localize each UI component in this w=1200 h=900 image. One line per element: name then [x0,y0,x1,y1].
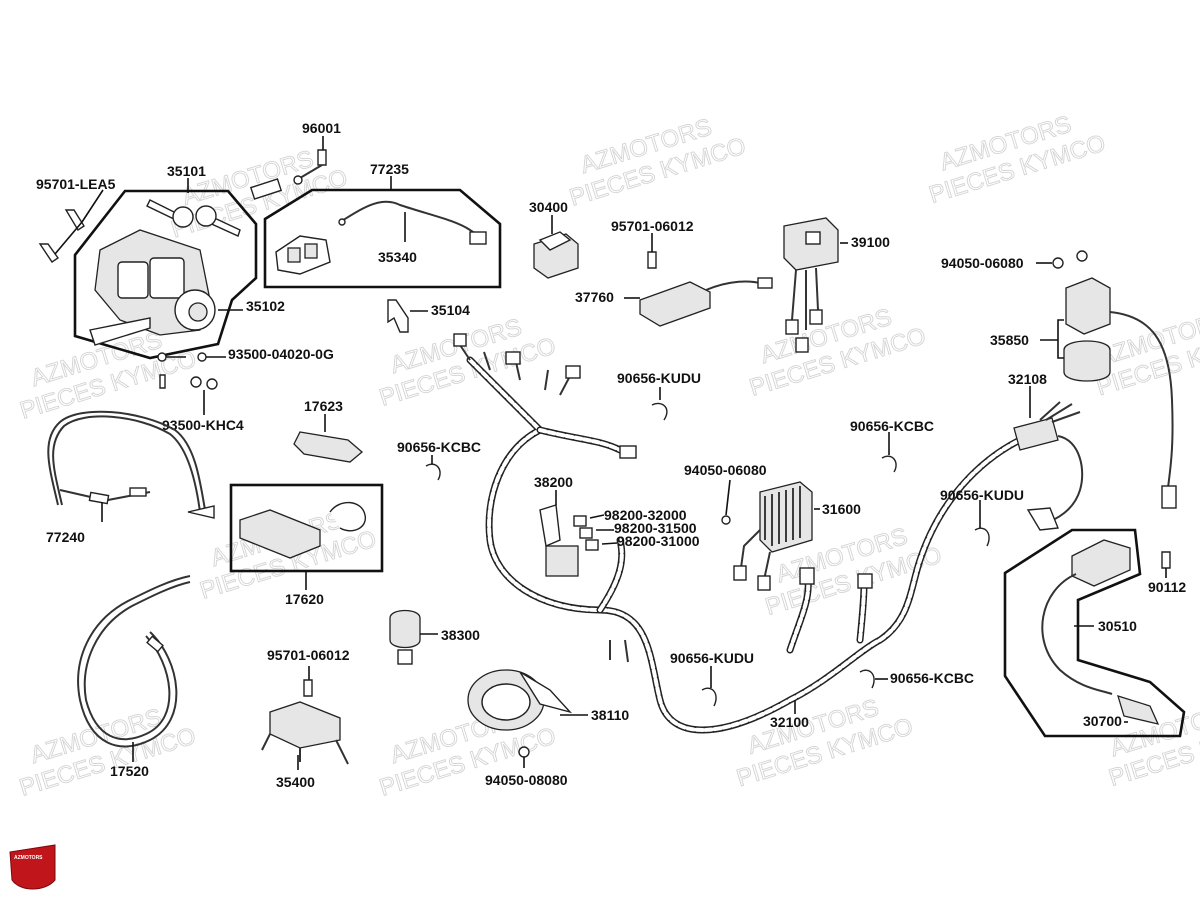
part-label-94050-06080-mid: 94050-06080 [684,462,767,478]
part-label-35104: 35104 [431,302,470,318]
part-label-38200: 38200 [534,474,573,490]
part-17620-fuse-holder: 17620 [229,483,384,607]
seat-lock-cable-icon [339,200,481,245]
leader-line [601,542,618,545]
part-label-90656-kcbc-bottom: 90656-KCBC [890,670,974,686]
part-label-39100: 39100 [851,234,890,250]
part-38300: 38300 [389,609,480,665]
clip-icon [859,669,875,689]
part-label-98200-31500: 98200-31500 [614,520,697,536]
logo-text: AZMOTORS [14,855,43,861]
ignition-switch-group: 95701-LEA5 35101 35102 93500-04020-0G 93… [36,163,334,433]
part-label-17620: 17620 [285,591,324,607]
part-17623-fuse-box: 17623 [293,398,364,463]
part-label-35101: 35101 [167,163,206,179]
part-label-90656-kudu-right: 90656-KUDU [940,487,1024,503]
part-label-93500-khc4: 93500-KHC4 [162,417,244,433]
part-label-94050-06080-top: 94050-06080 [941,255,1024,271]
main-wire-harness-32100: 32100 [453,333,1024,734]
screw-icon [157,352,218,390]
part-label-30700: 30700 [1083,713,1122,729]
seat-lock-group-outline [263,188,502,289]
part-35850-starter-relay: 94050-06080 35850 [941,250,1177,509]
part-label-35400: 35400 [276,774,315,790]
part-label-32100: 32100 [770,714,809,730]
part-35400: 95701-06012 35400 [261,647,350,790]
nut-icon [721,515,731,525]
part-label-35102: 35102 [246,298,285,314]
part-39100-flasher: 39100 [783,217,890,353]
part-label-77240: 77240 [46,529,85,545]
part-label-90112: 90112 [1148,579,1186,595]
throttle-cable-77240: 77240 [46,410,215,545]
part-label-17520: 17520 [110,763,149,779]
brake-cable-17520: 17520 [77,575,191,779]
clip-icon [701,687,717,707]
bolt-icon [647,251,657,269]
part-label-38300: 38300 [441,627,480,643]
part-38200-relays: 38200 98200-32000 98200-31500 98200-3100… [534,474,700,577]
seat-lock-group: 77235 35340 35104 [263,161,502,333]
part-label-30510: 30510 [1098,618,1137,634]
azmotors-logo: AZMOTORS [9,844,56,890]
leader-line [725,479,731,516]
part-label-90656-kcbc-left: 90656-KCBC [397,439,481,455]
part-label-90656-kudu-bottom: 90656-KUDU [670,650,754,666]
part-label-17623: 17623 [304,398,343,414]
clip-icon [651,402,668,421]
part-label-98200-31000: 98200-31000 [617,533,700,549]
part-37760-module: 95701-06012 37760 [575,218,773,327]
part-38110-horn: 38110 94050-08080 [467,669,629,788]
part-label-95701-06012-top: 95701-06012 [611,218,694,234]
bolt-icon [38,209,85,263]
part-31600-regulator: 94050-06080 31600 [684,462,861,591]
part-label-31600: 31600 [822,501,861,517]
part-label-35850: 35850 [990,332,1029,348]
part-label-37760: 37760 [575,289,614,305]
ignition-coil-group-outline [1003,528,1186,738]
part-label-35340: 35340 [378,249,417,265]
part-label-77235: 77235 [370,161,409,177]
nut-icon [1052,257,1064,269]
ignition-coil-group: 30510 30700 90112 [1003,528,1186,738]
seat-latch-icon [275,235,331,275]
part-label-93500-04020-0g: 93500-04020-0G [228,346,334,362]
part-label-90656-kcbc-right: 90656-KCBC [850,418,934,434]
clip-icon [425,463,441,481]
leader-line [54,189,104,255]
part-label-95701-lea5: 95701-LEA5 [36,176,116,192]
cable-clips: 90656-KUDU 90656-KCBC 90656-KCBC 90656-K… [397,370,1024,707]
nut-icon [1076,250,1088,262]
bracket-icon [387,299,409,333]
heatsink-fins [764,486,801,546]
part-96001: 96001 [249,120,341,200]
part-label-95701-06012-bottom: 95701-06012 [267,647,350,663]
keys-icon [146,199,241,237]
part-label-38110: 38110 [591,707,629,723]
clip-icon [881,455,897,473]
bolt-icon [1161,551,1171,569]
part-label-30400: 30400 [529,199,568,215]
part-label-96001: 96001 [302,120,341,136]
part-30400-relay: 30400 [529,199,579,279]
leader-line [589,514,605,519]
ignition-lock-icon [89,229,216,346]
bolt-icon [303,679,313,697]
part-label-32108: 32108 [1008,371,1047,387]
ignition-group-outline [73,189,258,360]
nut-icon [518,746,530,758]
part-label-98200-32000: 98200-32000 [604,507,687,523]
part-label-94050-08080: 94050-08080 [485,772,568,788]
clip-icon [974,527,990,547]
part-32108: 32108 [1008,371,1084,531]
part-label-90656-kudu-top: 90656-KUDU [617,370,701,386]
leader-bracket [1040,319,1064,359]
